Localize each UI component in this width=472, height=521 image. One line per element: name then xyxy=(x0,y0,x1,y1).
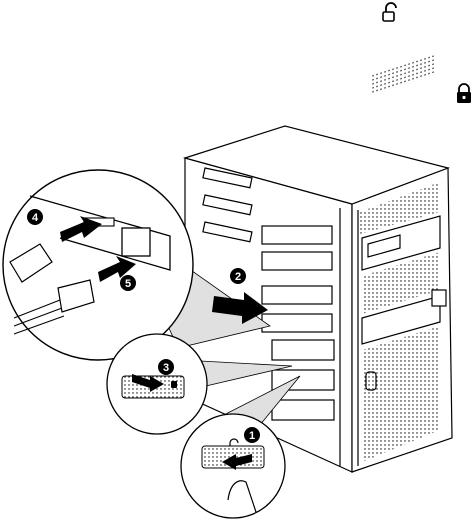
step-number-1: 1 xyxy=(249,430,255,442)
step-badge-1: 1 xyxy=(244,427,260,443)
locked-padlock-icon xyxy=(457,84,471,103)
step-number-2: 2 xyxy=(235,271,241,283)
step-number-3: 3 xyxy=(163,362,169,374)
step-badge-2: 2 xyxy=(230,268,246,284)
step-badge-4: 4 xyxy=(27,209,43,225)
step-number-4: 4 xyxy=(32,212,39,224)
unlocked-padlock-icon xyxy=(383,3,396,21)
step-badge-3: 3 xyxy=(158,359,174,375)
step-number-5: 5 xyxy=(125,278,131,290)
front-vent-pattern xyxy=(370,55,434,96)
step-badge-5: 5 xyxy=(120,275,136,291)
